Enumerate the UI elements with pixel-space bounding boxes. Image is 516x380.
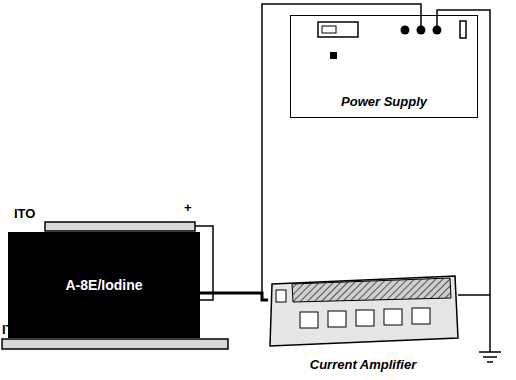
sample-cell: A-8E/Iodine [8, 232, 200, 338]
electrode-label: ITO [2, 322, 23, 337]
wire [200, 293, 268, 300]
ground-symbol [479, 295, 501, 362]
power-supply-box: Power Supply [290, 15, 478, 118]
ito-plates [2, 222, 228, 349]
polarity-sign: + [184, 200, 192, 215]
node-label: Current Amplifier [310, 357, 416, 372]
wire [200, 4, 421, 293]
node-label: A-8E/Iodine [65, 277, 142, 293]
current-amplifier: Current Amplifier [268, 272, 458, 374]
power-supply-panel [318, 15, 466, 59]
electrode-label: ITO [14, 206, 35, 221]
wire [437, 10, 490, 295]
amplifier-drawing [270, 276, 458, 346]
node-label: Power Supply [341, 94, 427, 109]
